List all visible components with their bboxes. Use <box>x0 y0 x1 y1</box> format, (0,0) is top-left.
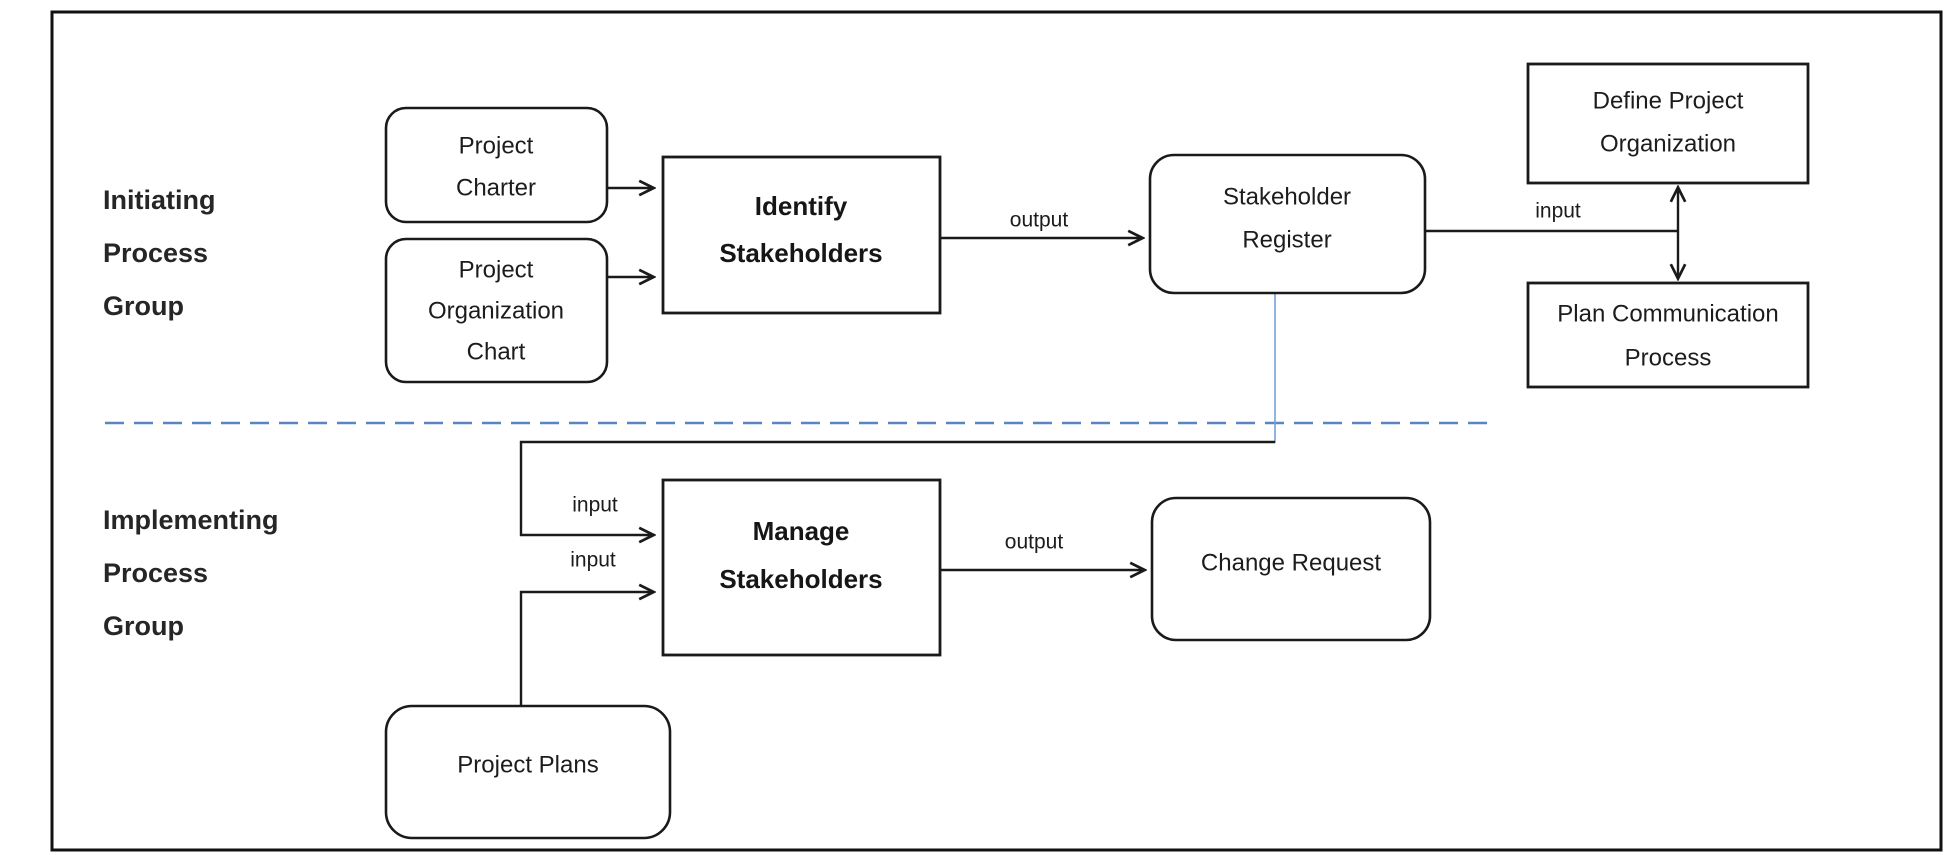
node-define-project-organization: Define Project Organization <box>1526 62 1810 185</box>
project-org-chart-line3: Chart <box>467 339 526 366</box>
node-manage-stakeholders: Manage Stakeholders <box>661 478 942 657</box>
edge-register-to-manage-connector <box>519 440 1275 535</box>
project-organization-chart-box <box>384 237 609 384</box>
label-input-first: input <box>572 494 618 517</box>
project-org-chart-line2: Organization <box>428 298 564 325</box>
project-plans-box <box>384 704 672 840</box>
lane-implementing-line1: Implementing <box>103 505 279 535</box>
label-input-second: input <box>570 549 616 572</box>
define-project-organization-box <box>1526 62 1810 185</box>
lane-implementing-line3: Group <box>103 611 184 641</box>
label-input-right: input <box>1535 200 1581 223</box>
manage-stakeholders-line1: Manage <box>753 516 850 546</box>
manage-stakeholders-line2: Stakeholders <box>719 564 882 594</box>
manage-stakeholders-box <box>661 478 942 657</box>
lane-label-initiating-process-group: Initiating Process Group <box>103 185 215 321</box>
project-charter-line1: Project <box>459 133 534 160</box>
define-project-org-line2: Organization <box>1600 131 1736 158</box>
edge-plans-to-manage-connector <box>519 592 652 706</box>
plan-comm-process-line1: Plan Communication <box>1557 301 1778 328</box>
label-output-bottom: output <box>1005 531 1064 554</box>
project-org-chart-line1: Project <box>459 257 534 284</box>
node-plan-communication-process: Plan Communication Process <box>1526 281 1810 389</box>
stakeholder-register-line2: Register <box>1242 227 1331 254</box>
stakeholder-register-line1: Stakeholder <box>1223 184 1351 211</box>
project-charter-line2: Charter <box>456 175 536 202</box>
node-change-request: Change Request <box>1150 496 1432 642</box>
node-project-organization-chart: Project Organization Chart <box>384 237 609 384</box>
plan-comm-process-line2: Process <box>1625 345 1712 372</box>
node-stakeholder-register: Stakeholder Register <box>1148 153 1427 295</box>
lane-implementing-line2: Process <box>103 558 208 588</box>
node-project-charter: Project Charter <box>384 106 609 224</box>
lane-initiating-line1: Initiating <box>103 185 215 215</box>
stakeholder-register-box <box>1148 153 1427 295</box>
diagram-border <box>50 10 1943 852</box>
change-request-box <box>1150 496 1432 642</box>
change-request-line1: Change Request <box>1201 550 1381 577</box>
plan-communication-process-box <box>1526 281 1810 389</box>
identify-stakeholders-line2: Stakeholders <box>719 238 882 268</box>
node-identify-stakeholders: Identify Stakeholders <box>661 155 942 315</box>
project-charter-box <box>384 106 609 224</box>
identify-stakeholders-line1: Identify <box>755 191 848 221</box>
node-project-plans: Project Plans <box>384 704 672 840</box>
define-project-org-line1: Define Project <box>1593 88 1744 115</box>
lane-initiating-line3: Group <box>103 291 184 321</box>
identify-stakeholders-box <box>661 155 942 315</box>
label-output-top: output <box>1010 209 1069 232</box>
lane-label-implementing-process-group: Implementing Process Group <box>103 505 279 641</box>
project-plans-line1: Project Plans <box>457 752 598 779</box>
lane-initiating-line2: Process <box>103 238 208 268</box>
